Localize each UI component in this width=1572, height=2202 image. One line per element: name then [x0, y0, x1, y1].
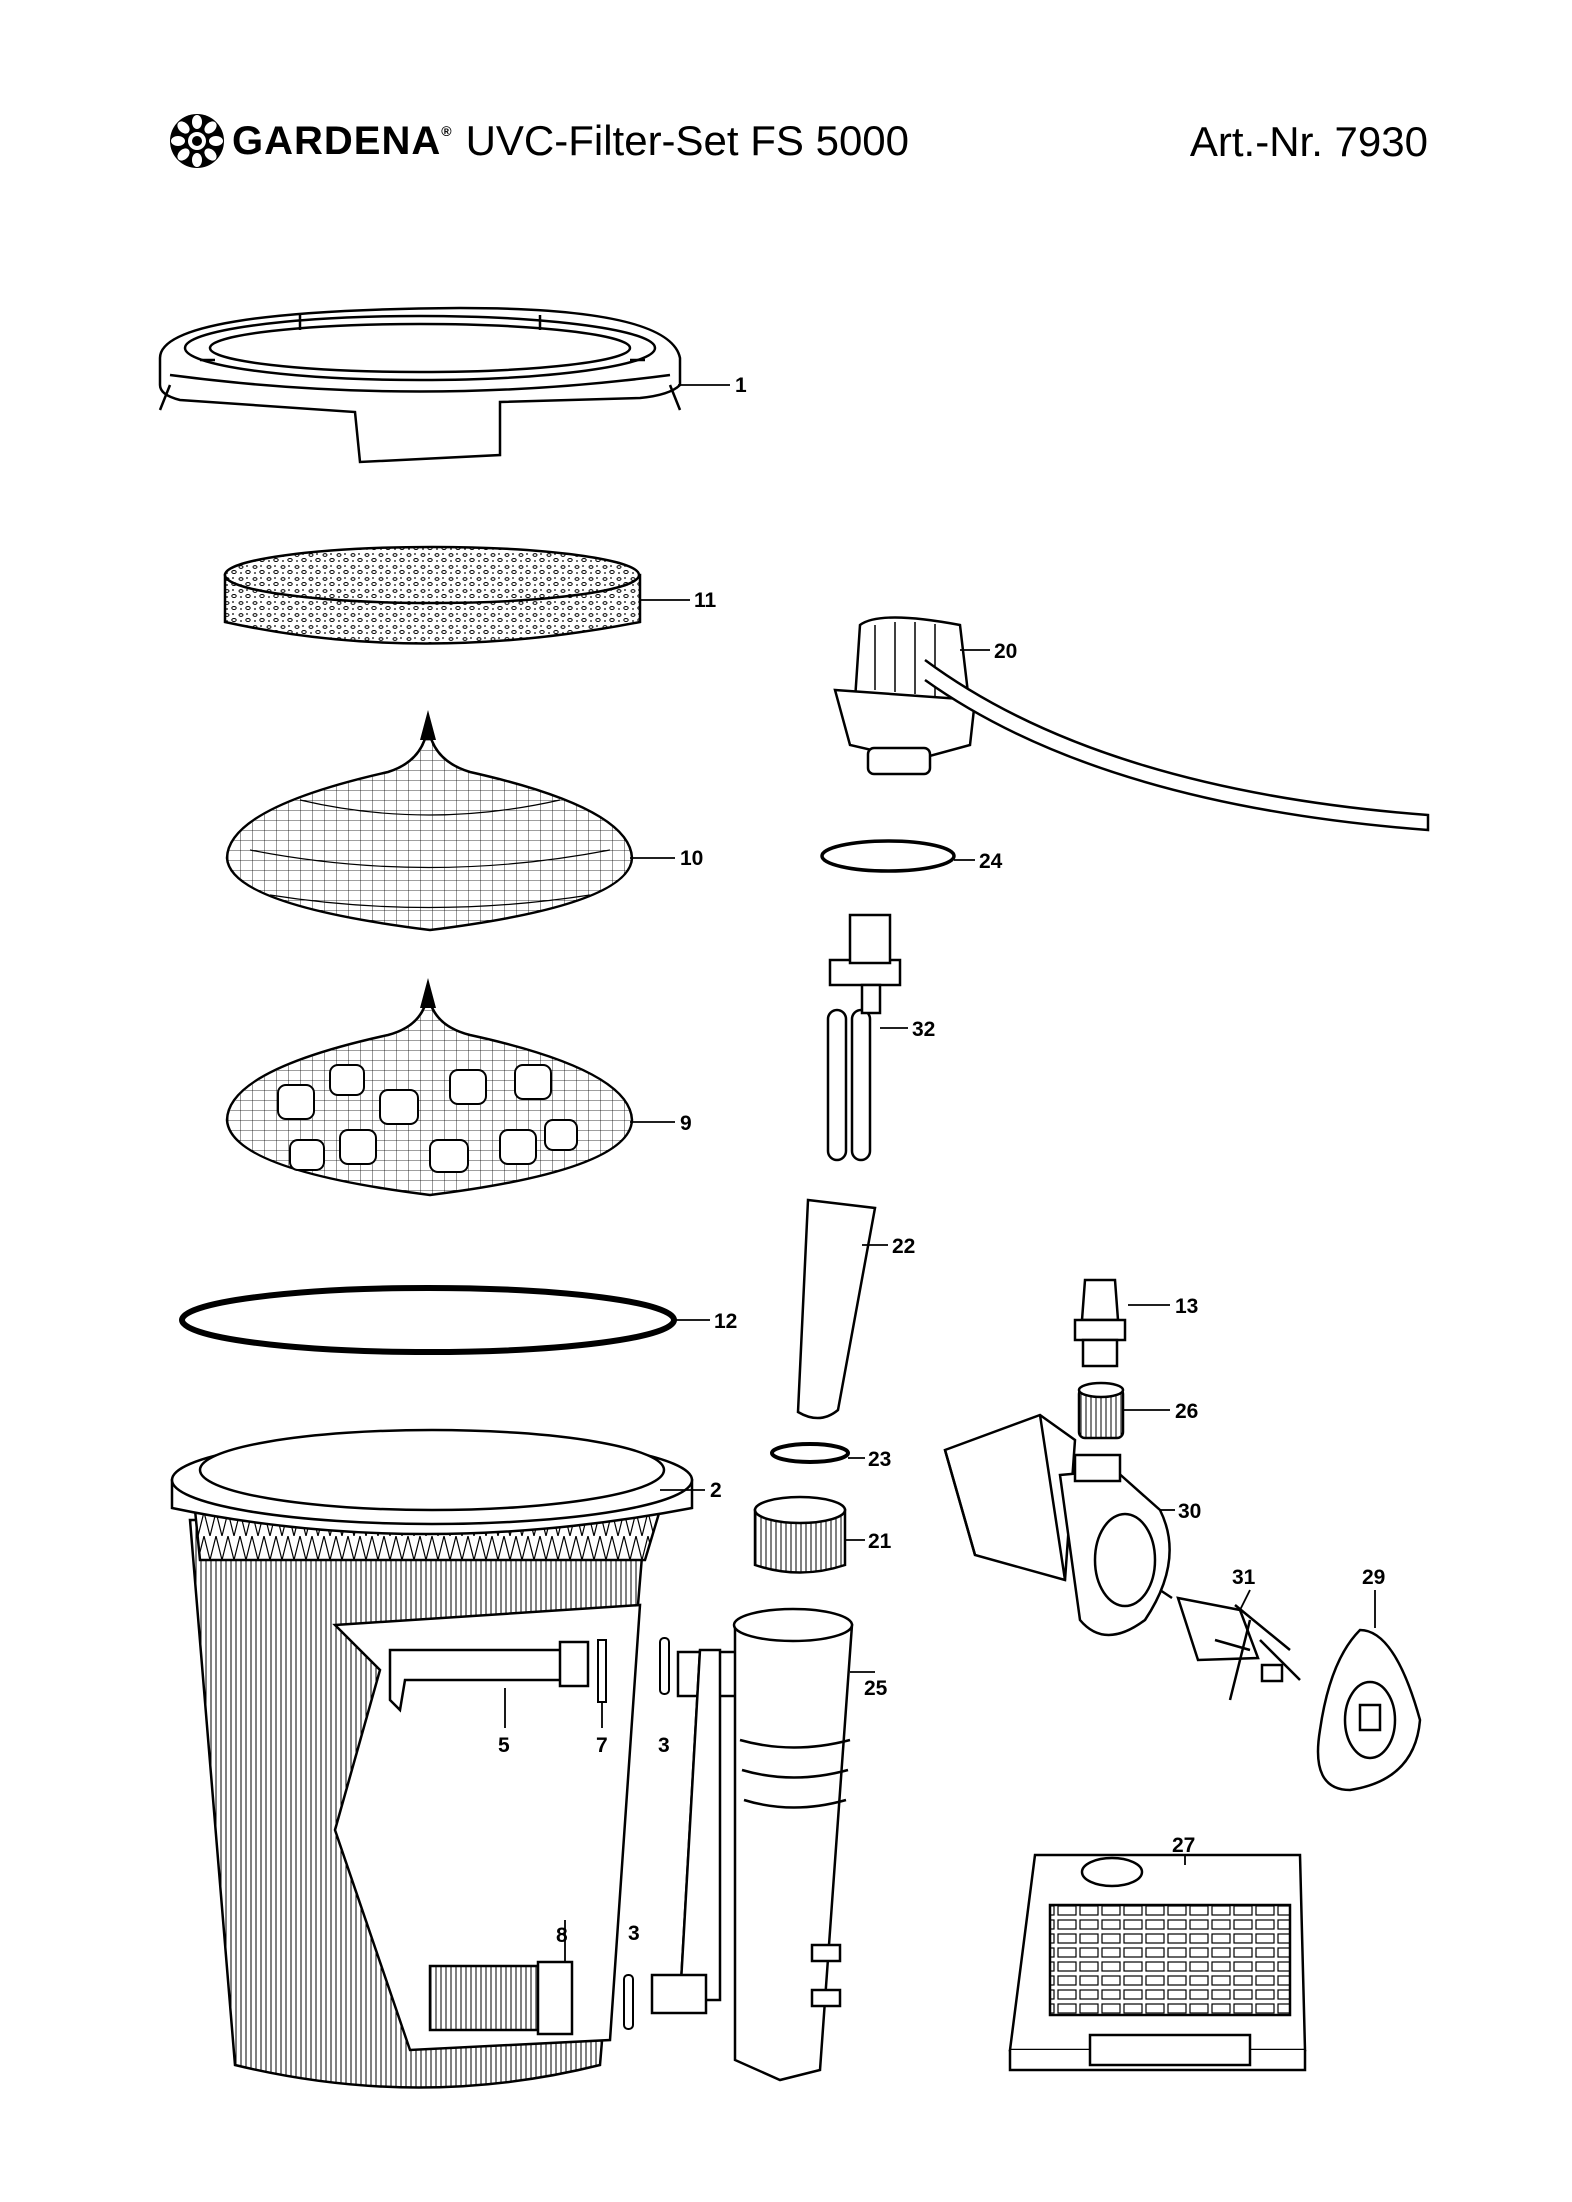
part-1-lid-ring — [158, 306, 682, 464]
part-29-rotor-cover — [1316, 1628, 1422, 1792]
part-32-uv-lamp — [826, 913, 902, 1162]
callout-8: 8 — [556, 1924, 568, 1947]
callout-30: 30 — [1178, 1500, 1201, 1523]
part-27-prefilter-cage — [1008, 1853, 1307, 2072]
callout-12: 12 — [714, 1310, 737, 1333]
callout-5: 5 — [498, 1734, 510, 1757]
callout-25: 25 — [864, 1677, 888, 1700]
callout-2: 2 — [710, 1479, 722, 1502]
callout-31: 31 — [1232, 1566, 1256, 1589]
part-10-mesh-bag — [225, 710, 634, 932]
part-22-quartz-tube — [796, 1198, 877, 1420]
callout-labels: 1 11 10 9 12 2 5 7 3 3 8 25 20 24 32 22 … — [498, 374, 1385, 1962]
part-13-hose-tail — [1073, 1278, 1127, 1368]
callout-32: 32 — [912, 1018, 935, 1041]
part-26-adapter — [1077, 1381, 1125, 1440]
part-2-filter-housing — [170, 1428, 694, 2089]
callout-27: 27 — [1172, 1834, 1195, 1857]
part-20-lamp-cap — [833, 616, 1430, 832]
article-number: Art.-Nr. 7930 — [1189, 118, 1428, 165]
part-23-small-o-ring — [770, 1442, 850, 1464]
callout-1: 1 — [735, 374, 747, 397]
callout-7: 7 — [596, 1734, 608, 1757]
callout-11: 11 — [694, 589, 717, 612]
product-title: UVC-Filter-Set FS 5000 — [465, 117, 910, 164]
page-header: GARDENA ® UVC-Filter-Set FS 5000 Art.-Nr… — [0, 0, 1572, 200]
part-21-threaded-nut — [753, 1495, 847, 1574]
callout-10: 10 — [680, 847, 703, 870]
callout-3a: 3 — [658, 1734, 670, 1757]
part-30-pump-housing — [943, 1413, 1171, 1637]
part-25-uv-chamber — [650, 1607, 854, 2082]
callout-13: 13 — [1175, 1295, 1198, 1318]
part-12-large-o-ring — [179, 1285, 677, 1355]
callout-23: 23 — [868, 1448, 891, 1471]
callout-26: 26 — [1175, 1400, 1198, 1423]
part-31-rotor — [1159, 1588, 1301, 1701]
brand: GARDENA ® UVC-Filter-Set FS 5000 — [168, 112, 909, 170]
part-11-foam-pad — [223, 545, 642, 645]
gardena-flower-logo-icon — [170, 114, 224, 168]
callout-3b: 3 — [628, 1922, 640, 1945]
callout-29: 29 — [1362, 1566, 1385, 1589]
callout-21: 21 — [868, 1530, 892, 1553]
callout-9: 9 — [680, 1112, 692, 1135]
brand-trademark: ® — [441, 123, 452, 139]
part-9-mesh-bag-bio-media — [225, 978, 634, 1197]
callout-22: 22 — [892, 1235, 915, 1258]
callout-20: 20 — [994, 640, 1017, 663]
brand-name: GARDENA — [232, 118, 442, 163]
part-24-o-ring — [820, 839, 956, 873]
callout-24: 24 — [979, 850, 1003, 873]
